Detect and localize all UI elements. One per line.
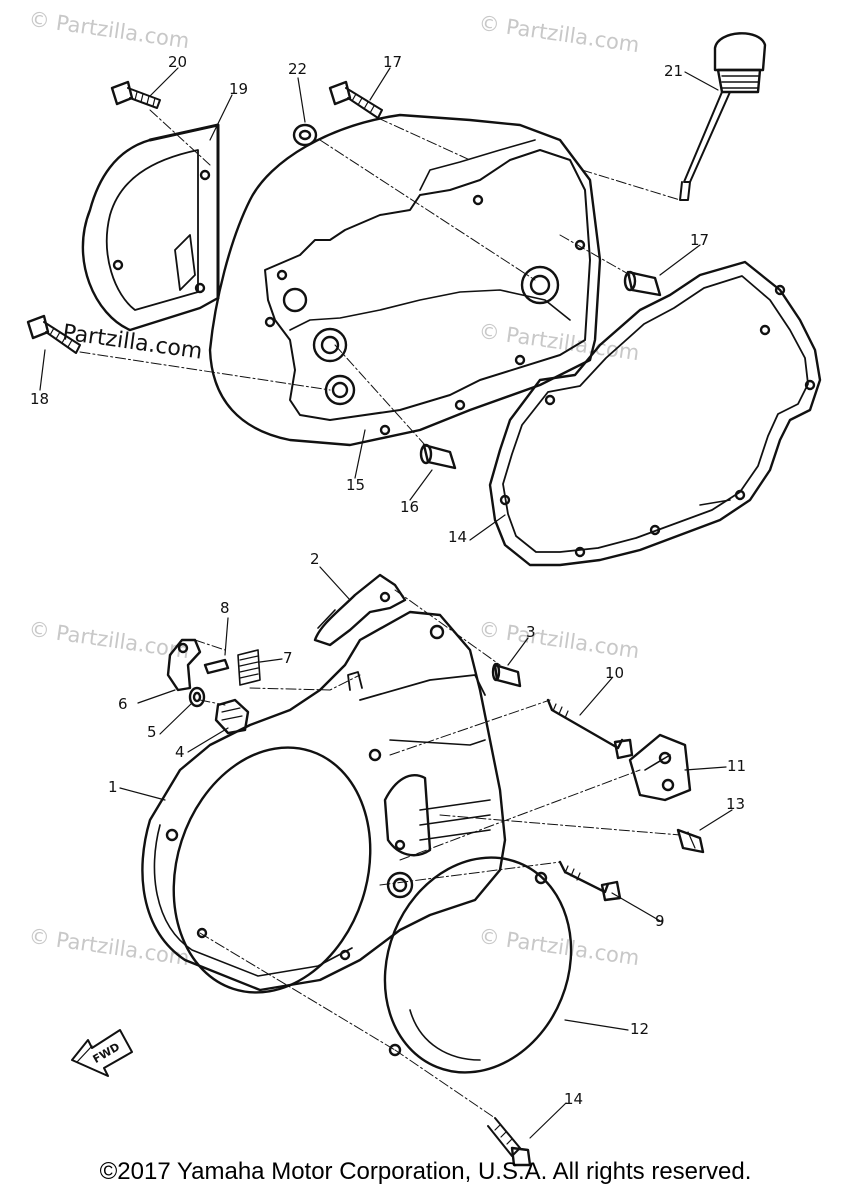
part-11-cover-plate: [628, 733, 692, 802]
callout-11: 11: [727, 757, 747, 775]
callout-19: 18: [30, 390, 50, 408]
callout-2: 2: [310, 550, 320, 568]
part-7-spring: [237, 649, 261, 686]
callout-21: 20: [168, 53, 188, 71]
part-2-push-lever: [313, 573, 407, 647]
callout-18: 17: [383, 53, 403, 71]
callout-12: 12: [630, 1020, 650, 1038]
part-14-screw: [487, 1117, 532, 1167]
callout-10: 10: [605, 664, 625, 682]
part-23-oil-seal: [292, 123, 318, 147]
fwd-direction-arrow: [71, 1029, 133, 1077]
leader-lines: [39, 67, 733, 1139]
part-22-dipstick: [679, 32, 767, 201]
callout-17-upper: 17: [690, 231, 710, 249]
callout-9: 9: [655, 912, 665, 930]
part-8-pin: [203, 658, 230, 675]
callout-15: 15: [346, 476, 366, 494]
alignment-lines-lower: [194, 589, 681, 1119]
part-3-pin: [491, 662, 522, 688]
part-12-round-cover: [383, 856, 573, 1074]
part-17-dowel-pin-upper: [623, 270, 662, 297]
part-18-bolt: [328, 80, 383, 119]
copyright-notice: ©2017 Yamaha Motor Corporation, U.S.A. A…: [99, 1158, 752, 1185]
callout-17-lower: 16: [400, 498, 420, 516]
part-5-washer: [188, 686, 206, 708]
callout-5: 5: [147, 723, 157, 741]
callout-22: 21: [664, 62, 684, 80]
part-21-bolt: [110, 80, 161, 109]
callout-8: 8: [220, 599, 230, 617]
fwd-arrow-label: FWD: [91, 1040, 122, 1066]
part-6-lever-plate: [166, 638, 202, 692]
callout-1: 1: [108, 778, 118, 796]
part-17-dowel-pin-lower: [419, 443, 457, 470]
callout-3: 3: [526, 623, 536, 641]
part-13-screw: [676, 828, 705, 854]
part-20-magneto-cover: [81, 123, 220, 332]
callout-7: 7: [283, 649, 293, 667]
callout-4: 4: [175, 743, 185, 761]
callout-16: 14: [448, 528, 468, 546]
callout-6: 6: [118, 695, 128, 713]
part-19-bolt: [26, 314, 81, 354]
part-10-bolt: [546, 698, 634, 760]
alignment-lines-upper: [79, 109, 681, 446]
callout-13: 13: [726, 795, 746, 813]
callout-14: 14: [564, 1090, 584, 1108]
callout-23: 22: [288, 60, 308, 78]
part-4-adjuster: [214, 698, 250, 735]
part-16-gasket: [488, 260, 822, 567]
part-1-clutch-cover: [141, 610, 507, 994]
part-9-bolt: [558, 860, 622, 902]
callout-20: 19: [229, 80, 249, 98]
part-15-crankcase-cover: [208, 113, 602, 447]
